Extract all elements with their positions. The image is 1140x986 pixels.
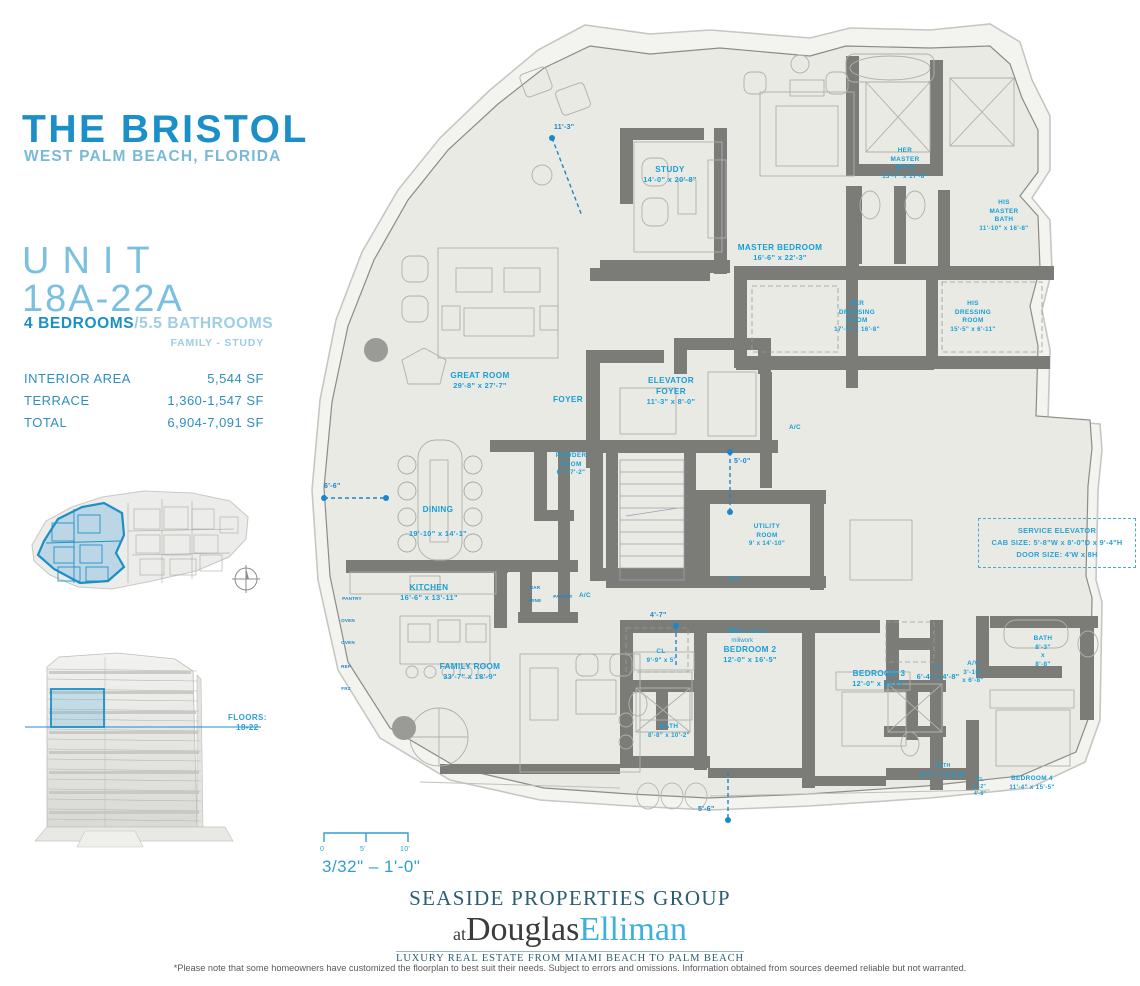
note-line-1: SERVICE ELEVATOR xyxy=(1017,526,1097,535)
scale-tick-5: 5' xyxy=(360,846,366,853)
scale-tick-10: 10' xyxy=(400,846,411,853)
appliance-label-wine: WINE xyxy=(528,598,542,603)
spec-label: INTERIOR AREA xyxy=(24,371,131,386)
brokerage-brand: atDouglasElliman xyxy=(0,912,1140,948)
brokerage-group-name: SEASIDE PROPERTIES GROUP xyxy=(409,886,731,910)
appliance-label-oven-2: OVEN xyxy=(341,640,355,645)
ep-sup: w/i custom millwork xyxy=(728,629,767,644)
note-line-3: DOOR SIZE: 4'W x 8H xyxy=(1016,549,1098,559)
scale-tick-0: 0 xyxy=(320,846,325,853)
floor-plan-drawing xyxy=(311,23,1103,823)
spec-label: TERRACE xyxy=(24,393,90,408)
brand-subtitle: WEST PALM BEACH, FLORIDA xyxy=(24,148,282,165)
unit-bedrooms: 4 BEDROOMS xyxy=(24,315,135,332)
appliance-label-pantry-1: PANTRY xyxy=(342,596,362,601)
ep-millwork-note: EPw/i custom millwork xyxy=(728,626,766,644)
dimension-label-4: 4'-7" xyxy=(650,612,667,619)
brand-at: at xyxy=(453,924,466,944)
brokerage-logo: SEASIDE PROPERTIES GROUP atDouglasEllima… xyxy=(0,886,1140,966)
scale-bar-icon xyxy=(323,832,409,842)
note-line-2: CAB SIZE: 5'-8"W x 8'-0"D x 9'-4"H xyxy=(991,537,1123,547)
unit-bed-bath: 4 BEDROOMS/5.5 BATHROOMS xyxy=(24,315,273,333)
dimension-label-1: 11'-3" xyxy=(554,124,575,131)
brokerage-tagline: LUXURY REAL ESTATE FROM MIAMI BEACH TO P… xyxy=(396,950,744,964)
ep-label: EP xyxy=(728,626,739,635)
appliance-label-oven-1: OVEN xyxy=(341,618,355,623)
spec-value: 1,360-1,547 SF xyxy=(167,393,264,408)
floor-plan: STUDY 14'-0" x 20'-8" MASTER BEDROOM 16'… xyxy=(290,20,1140,830)
dimension-label-3: 5'-0" xyxy=(734,458,751,465)
spec-value: 6,904-7,091 SF xyxy=(167,415,264,430)
building-elevation xyxy=(25,652,261,848)
unit-bathrooms: /5.5 BATHROOMS xyxy=(134,315,274,332)
unit-word: UNIT xyxy=(22,240,163,282)
appliance-label-pantry-2: PANTRY xyxy=(553,594,573,599)
appliance-label-frz: FRZ xyxy=(341,686,351,691)
floors-word: FLOORS: xyxy=(228,713,267,722)
appliance-label-ref: REF xyxy=(341,664,351,669)
floors-value: 18-22 xyxy=(236,723,259,732)
spec-label: TOTAL xyxy=(24,415,68,430)
brand-title: THE BRISTOL xyxy=(22,108,309,151)
service-elevator-note: SERVICE ELEVATOR CAB SIZE: 5'-8"W x 8'-0… xyxy=(978,518,1136,568)
dimension-label-5: 5'-6" xyxy=(698,806,715,813)
spec-value: 5,544 SF xyxy=(207,371,264,386)
scale-text: 3/32" – 1'-0" xyxy=(322,857,421,876)
info-panel: THE BRISTOL WEST PALM BEACH, FLORIDA UNI… xyxy=(0,0,310,986)
compass-icon xyxy=(232,565,260,593)
unit-features: FAMILY - STUDY xyxy=(170,337,264,349)
disclaimer-text: *Please note that some homeowners have c… xyxy=(173,963,967,973)
key-plan-diagram xyxy=(31,490,249,590)
elevation-floors-label: FLOORS: 18-22 xyxy=(228,713,267,733)
brand-douglas: Douglas xyxy=(466,911,580,948)
appliance-label-bar: BAR xyxy=(529,585,541,590)
dimension-label-2: 6'-6" xyxy=(324,483,341,490)
unit-number: 18A-22A xyxy=(22,278,184,320)
brand-elliman: Elliman xyxy=(579,911,687,948)
